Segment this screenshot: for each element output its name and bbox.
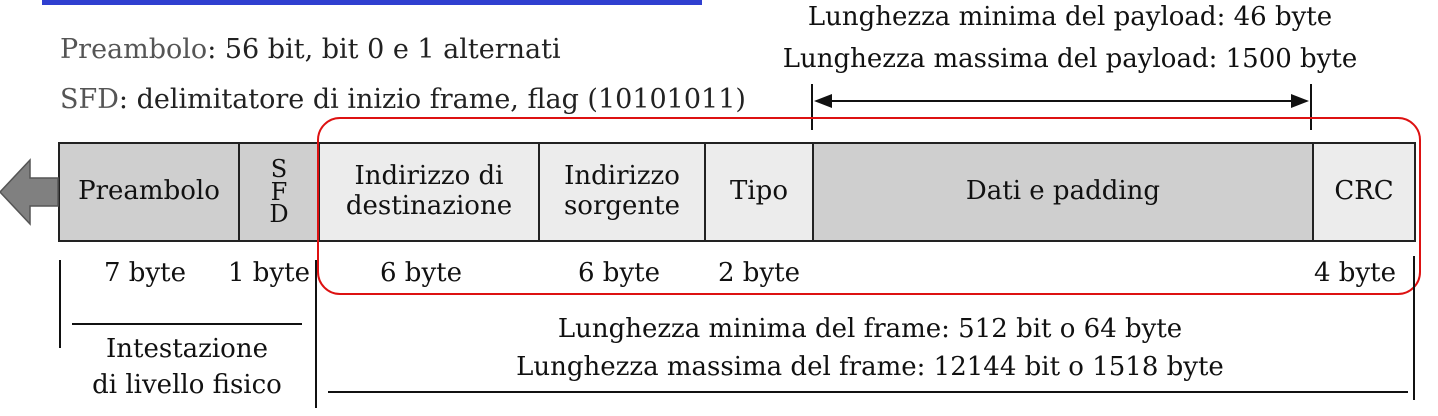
physical-header-line2: di livello fisico	[92, 370, 282, 400]
size-source: 6 byte	[578, 258, 660, 288]
size-type: 2 byte	[718, 258, 800, 288]
preamble-term: Preambolo	[60, 34, 208, 65]
frame-highlight-box	[317, 117, 1421, 295]
field-source-line: Indirizzo	[564, 161, 680, 192]
field-type: Tipo	[704, 142, 812, 242]
field-destination-line: destinazione	[345, 191, 513, 221]
field-type-label: Tipo	[730, 176, 788, 207]
field-source-line: sorgente	[563, 191, 681, 221]
payload-arrowhead-left	[814, 94, 832, 108]
field-destination-address: Indirizzo di destinazione	[318, 142, 538, 242]
field-crc: CRC	[1312, 142, 1416, 242]
payload-arrowhead-right	[1291, 94, 1309, 108]
size-destination: 6 byte	[380, 258, 462, 288]
field-sfd-letter: D	[269, 200, 289, 229]
field-destination-line: Indirizzo di	[354, 161, 504, 192]
size-crc: 4 byte	[1314, 258, 1396, 288]
top-accent-bar	[42, 0, 702, 5]
field-sfd-letter: S	[270, 154, 288, 183]
preamble-legend: Preambolo: 56 bit, bit 0 e 1 alternati	[60, 34, 561, 65]
physical-header-line1: Intestazione	[106, 334, 268, 364]
size-sfd: 1 byte	[228, 258, 310, 288]
transmission-direction-arrow	[0, 158, 59, 226]
ethernet-frame: Preambolo S F D Indirizzo di destinazion…	[58, 142, 1416, 242]
field-data-label: Dati e padding	[965, 176, 1161, 207]
field-preamble: Preambolo	[58, 142, 238, 242]
frame-max-length: Lunghezza massima del frame: 12144 bit o…	[516, 352, 1224, 382]
payload-max-length: Lunghezza massima del payload: 1500 byte	[782, 44, 1358, 74]
sfd-term: SFD	[60, 84, 119, 115]
frame-min-length: Lunghezza minima del frame: 512 bit o 64…	[557, 314, 1183, 344]
size-preamble: 7 byte	[104, 258, 186, 288]
field-source-address: Indirizzo sorgente	[538, 142, 704, 242]
sfd-legend: SFD: delimitatore di inizio frame, flag …	[60, 84, 746, 115]
field-sfd-letter: F	[270, 177, 288, 206]
preamble-desc: : 56 bit, bit 0 e 1 alternati	[207, 34, 561, 65]
sfd-desc: : delimitatore di inizio frame, flag (10…	[118, 84, 746, 115]
field-crc-label: CRC	[1334, 176, 1394, 207]
payload-min-length: Lunghezza minima del payload: 46 byte	[807, 2, 1333, 32]
field-sfd: S F D	[238, 142, 318, 242]
field-data-padding: Dati e padding	[812, 142, 1312, 242]
field-preamble-label: Preambolo	[78, 176, 220, 207]
